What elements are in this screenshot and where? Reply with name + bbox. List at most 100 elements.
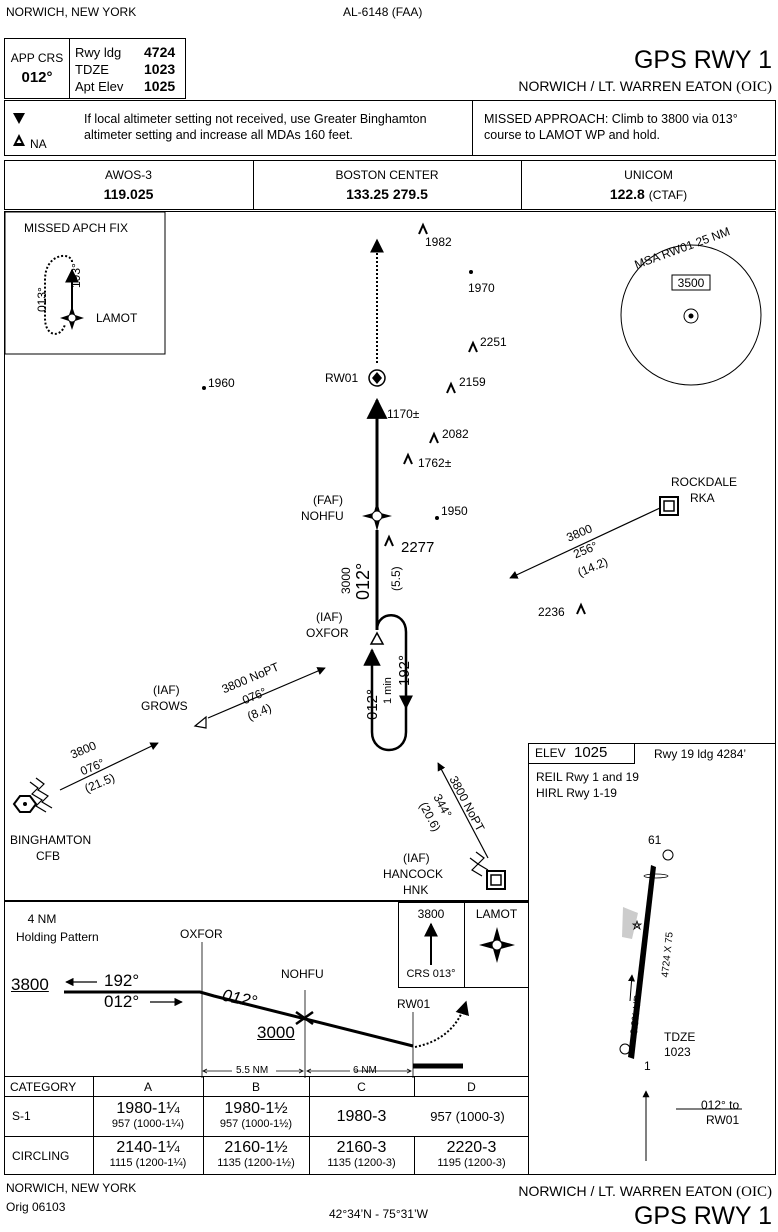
rw01-waypoint-icon: [368, 369, 386, 387]
profile-hold-inbound: 012°: [104, 992, 140, 1011]
diagram-tdze-label: TDZE: [664, 1030, 696, 1044]
app-crs-label: APP CRS: [10, 51, 64, 65]
beacon-star-icon: [631, 919, 643, 931]
rwy19-approach-lights-icon: [662, 849, 674, 861]
alternate-minimums-icon: [13, 113, 25, 146]
profile-nohfu: NOHFU: [281, 967, 324, 981]
footer-city: NORWICH, NEW YORK: [6, 1181, 137, 1195]
footer-airport: NORWICH / LT. WARREN EATON: [518, 1183, 733, 1199]
footer-orig: Orig 06103: [6, 1200, 66, 1214]
hirl-note: HIRL Rwy 1-19: [536, 786, 617, 800]
comm-center-name: BOSTON CENTER: [335, 168, 439, 182]
min-s1-d: 957 (1000-3): [430, 1109, 505, 1124]
comm-awos-freq: 119.025: [103, 186, 154, 202]
spot-1950: 1950: [441, 504, 468, 518]
binghamton-label: BINGHAMTON: [10, 833, 92, 847]
rw01-label: RW01: [325, 371, 359, 385]
missed-box-altitude: 3800: [417, 907, 445, 921]
rockdale-vortac-icon: [659, 496, 679, 516]
procedure-title: GPS RWY 1: [633, 46, 772, 74]
cfb-label: CFB: [36, 849, 60, 863]
course-to-label: 012° to: [701, 1098, 740, 1112]
course-to-fix: RW01: [706, 1113, 740, 1127]
rka-label: RKA: [690, 491, 715, 505]
faf-tag: (FAF): [313, 493, 343, 507]
obstacle-icons: [384, 222, 586, 615]
apt-elev-label: Apt Elev: [75, 79, 124, 94]
profile-distance-2: 6 NM: [353, 1065, 377, 1076]
profile-oxfor: OXFOR: [180, 927, 223, 941]
tdze-value: 1023: [144, 61, 176, 77]
missed-approach-text: MISSED APPROACH: Climb to 3800 via 013° …: [484, 112, 738, 142]
nohfu-label: NOHFU: [301, 509, 344, 523]
table-header-d: D: [467, 1080, 476, 1094]
lamot-waypoint-icon: [479, 927, 515, 963]
footer-airport-id: (OIC): [736, 1184, 772, 1200]
hancock-vortac-icon: [469, 851, 506, 890]
profile-hold-altitude: 3800: [11, 975, 49, 994]
minimums-table: [4, 1076, 529, 1175]
notes-section: [4, 100, 776, 156]
grows-label: GROWS: [141, 699, 188, 713]
obstacle-2236: 2236: [538, 605, 565, 619]
runway-1-19: [628, 865, 656, 1059]
rockdale-label: ROCKDALE: [671, 475, 738, 489]
profile-rw01: RW01: [397, 997, 431, 1011]
missed-box-fix: LAMOT: [475, 907, 518, 921]
missed-fix-lamot: LAMOT: [96, 311, 138, 325]
comm-unicom-name: UNICOM: [624, 168, 673, 182]
comm-awos-name: AWOS-3: [105, 168, 152, 182]
tdze-label: TDZE: [75, 62, 109, 77]
obstacle-2159: 2159: [459, 375, 486, 389]
footer-airport-line: NORWICH / LT. WARREN EATON (OIC): [518, 1184, 772, 1200]
comm-unicom-freq-line: 122.8 (CTAF): [521, 187, 776, 201]
procedure-id: AL-6148 (FAA): [343, 5, 423, 19]
app-crs-value: 012°: [21, 69, 53, 86]
airport-id: (OIC): [736, 79, 772, 95]
oxfor-iaf-tag: (IAF): [316, 610, 343, 624]
grows-iaf-triangle-icon: [193, 715, 207, 729]
plan-view: [4, 211, 776, 901]
comms-section: [4, 160, 776, 210]
rwy-ldg-value: 4724: [144, 44, 176, 60]
msa-center-waypoint-icon: [683, 308, 699, 324]
obstacle-1762: 1762±: [418, 456, 452, 470]
hancock-label: HANCOCK: [383, 867, 444, 881]
footer-title: GPS RWY 1: [633, 1202, 772, 1230]
spot-1970: 1970: [468, 281, 495, 295]
comm-unicom-extra: (CTAF): [648, 188, 688, 202]
rwy-ldg-label: Rwy ldg: [75, 45, 122, 60]
holding-subtitle: Holding Pattern: [16, 930, 99, 944]
rwy-number-19: 61: [648, 833, 662, 847]
elev-label: ELEV: [535, 746, 566, 760]
rwy19-landing: Rwy 19 ldg 4284’: [654, 747, 747, 761]
altimeter-note: If local altimeter setting not received,…: [84, 112, 427, 142]
table-header-a: A: [143, 1080, 152, 1094]
spot-elevation-dots: [202, 270, 473, 520]
spot-1960: 1960: [208, 376, 235, 390]
table-header-b: B: [251, 1080, 260, 1094]
reil-note: REIL Rwy 1 and 19: [536, 770, 639, 784]
footer-coords: 42°34’N - 75°31’W: [329, 1207, 428, 1221]
hancock-iaf-tag: (IAF): [403, 851, 430, 865]
airport-name: NORWICH / LT. WARREN EATON: [518, 78, 733, 94]
binghamton-vortac-icon: [12, 777, 53, 813]
diagram-tdze-value: 1023: [664, 1045, 691, 1059]
obstacle-2251: 2251: [480, 335, 507, 349]
missed-box-course: CRS 013°: [406, 968, 456, 980]
apt-elev-value: 1025: [144, 78, 176, 94]
oxfor-label: OXFOR: [306, 626, 349, 640]
grows-iaf-tag: (IAF): [153, 683, 180, 697]
hnk-label: HNK: [403, 883, 429, 897]
min-s1-c: 1980-3: [336, 1108, 387, 1125]
msa-altitude: 3500: [677, 276, 705, 290]
header-city: NORWICH, NEW YORK: [6, 5, 137, 19]
table-header-c: C: [357, 1080, 366, 1094]
